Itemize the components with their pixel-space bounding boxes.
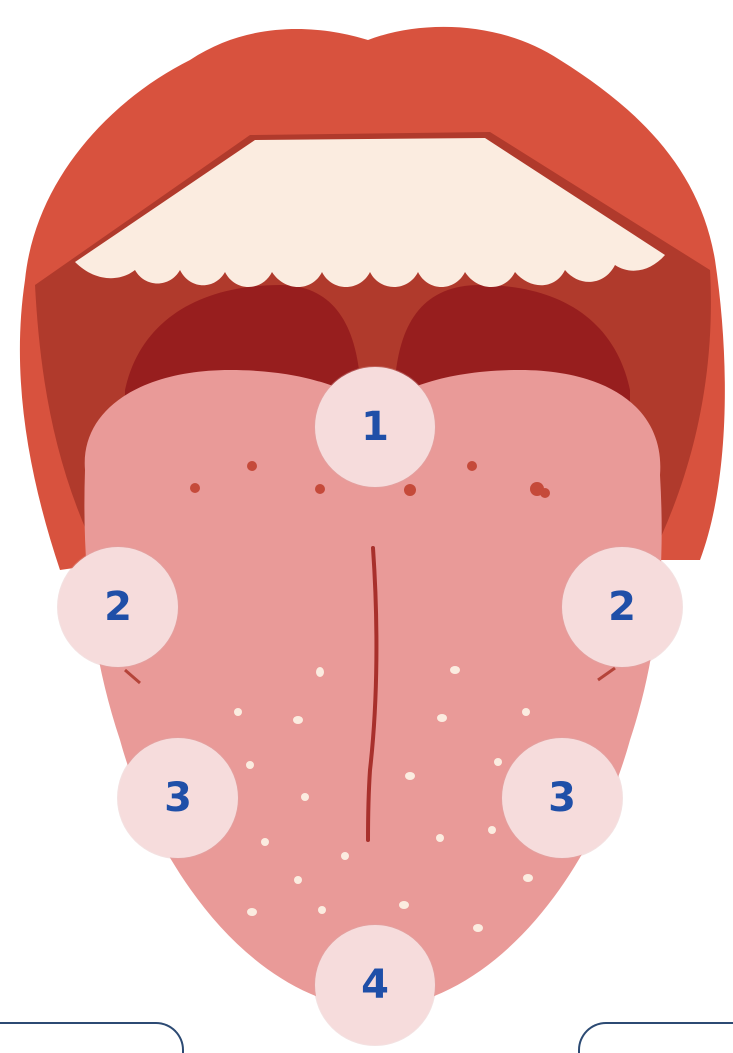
zone-label: 2 [104, 587, 132, 627]
zone-marker-3-right: 3 [502, 738, 622, 858]
zone-label: 3 [548, 778, 576, 818]
zone-marker-4: 4 [315, 925, 435, 1045]
zone-label: 3 [164, 778, 192, 818]
zone-marker-3-left: 3 [118, 738, 238, 858]
callout-box-left [0, 1022, 184, 1053]
zone-label: 1 [361, 407, 389, 447]
zone-label: 2 [608, 587, 636, 627]
zone-marker-1: 1 [315, 367, 435, 487]
callout-box-right [578, 1022, 733, 1053]
zone-label: 4 [361, 965, 389, 1005]
zone-marker-2-left: 2 [58, 547, 178, 667]
zone-marker-2-right: 2 [562, 547, 682, 667]
